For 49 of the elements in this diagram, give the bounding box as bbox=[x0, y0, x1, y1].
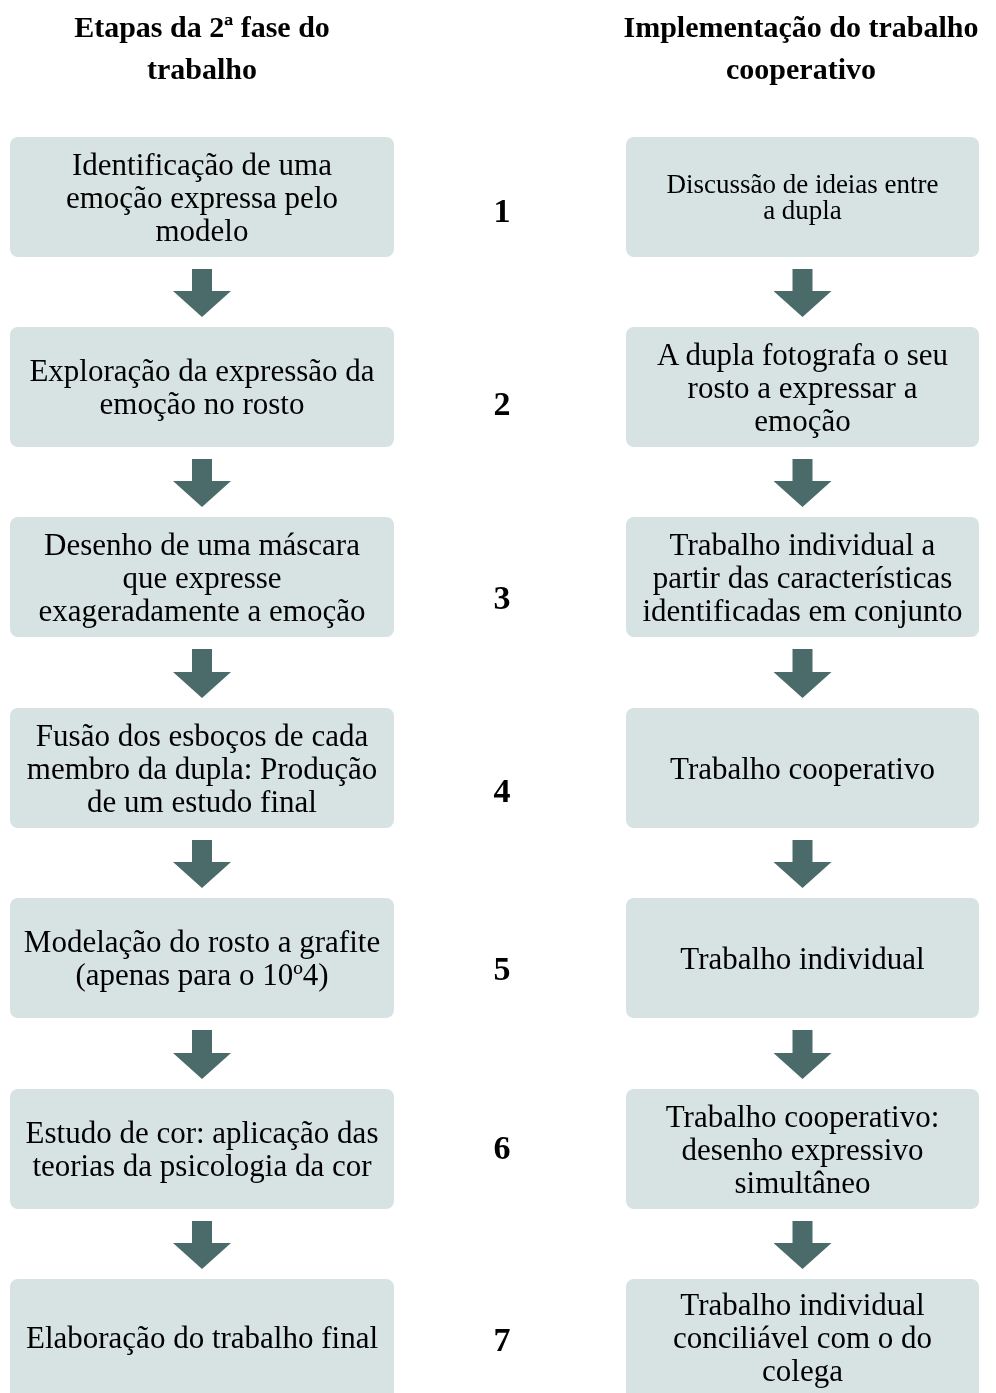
step-text: Trabalho individual a partir das características identificadas em conjunto bbox=[641, 527, 964, 627]
block-arrow bbox=[173, 459, 231, 507]
step-number: 4 bbox=[492, 771, 512, 811]
block-arrow bbox=[773, 1030, 832, 1079]
block-arrow bbox=[173, 840, 231, 888]
step-text: Exploração da expressão da emoção no rosto bbox=[28, 354, 376, 420]
process-box bbox=[626, 1089, 979, 1209]
step-text: A dupla fotografa o seu rosto a expressar a emoção bbox=[656, 337, 949, 437]
process-box bbox=[626, 137, 979, 257]
step-text: Discussão de ideias entre a dupla bbox=[666, 171, 939, 223]
block-arrow bbox=[173, 1030, 231, 1079]
block-arrow bbox=[173, 269, 231, 317]
step-text: Estudo de cor: aplicação das teorias da psicologia da cor bbox=[24, 1116, 380, 1182]
column-heading: Implementação do trabalho cooperativo bbox=[622, 9, 980, 87]
step-number: 5 bbox=[492, 949, 512, 989]
step-text: Desenho de uma máscara que expresse exageradamente a emoção bbox=[37, 527, 367, 627]
block-arrow bbox=[773, 459, 832, 507]
process-box bbox=[10, 517, 394, 637]
block-arrow bbox=[773, 649, 832, 698]
process-box bbox=[626, 708, 979, 828]
step-text: Trabalho individual conciliável com o do colega bbox=[671, 1287, 934, 1387]
block-arrow bbox=[173, 649, 231, 698]
step-number: 1 bbox=[492, 191, 512, 231]
step-text: Fusão dos esboços de cada membro da dupla: Produção de um estudo final bbox=[25, 718, 379, 818]
step-text: Trabalho cooperativo bbox=[670, 751, 935, 785]
block-arrow bbox=[773, 1221, 832, 1269]
step-number: 2 bbox=[492, 384, 512, 424]
process-box bbox=[10, 898, 394, 1018]
step-number: 3 bbox=[492, 578, 512, 618]
block-arrow bbox=[173, 1221, 231, 1269]
process-box bbox=[626, 517, 979, 637]
process-box bbox=[626, 898, 979, 1018]
process-box bbox=[10, 1089, 394, 1209]
column-heading: Etapas da 2ª fase do trabalho bbox=[73, 9, 331, 87]
block-arrow bbox=[773, 840, 832, 888]
step-text: Elaboração do trabalho final bbox=[25, 1320, 378, 1354]
step-text: Modelação do rosto a grafite (apenas para o 10º4) bbox=[22, 925, 382, 991]
process-box bbox=[10, 1279, 394, 1393]
step-number: 7 bbox=[492, 1320, 512, 1360]
process-box bbox=[10, 327, 394, 447]
process-box bbox=[10, 708, 394, 828]
step-text: Trabalho cooperativo: desenho expressivo simultâneo bbox=[664, 1099, 941, 1199]
step-text: Identificação de uma emoção expressa pelo modelo bbox=[65, 147, 339, 247]
step-number: 6 bbox=[492, 1128, 512, 1168]
process-box bbox=[10, 137, 394, 257]
process-box bbox=[626, 1279, 979, 1393]
process-box bbox=[626, 327, 979, 447]
block-arrow bbox=[773, 269, 832, 317]
step-text: Trabalho individual bbox=[680, 941, 925, 975]
